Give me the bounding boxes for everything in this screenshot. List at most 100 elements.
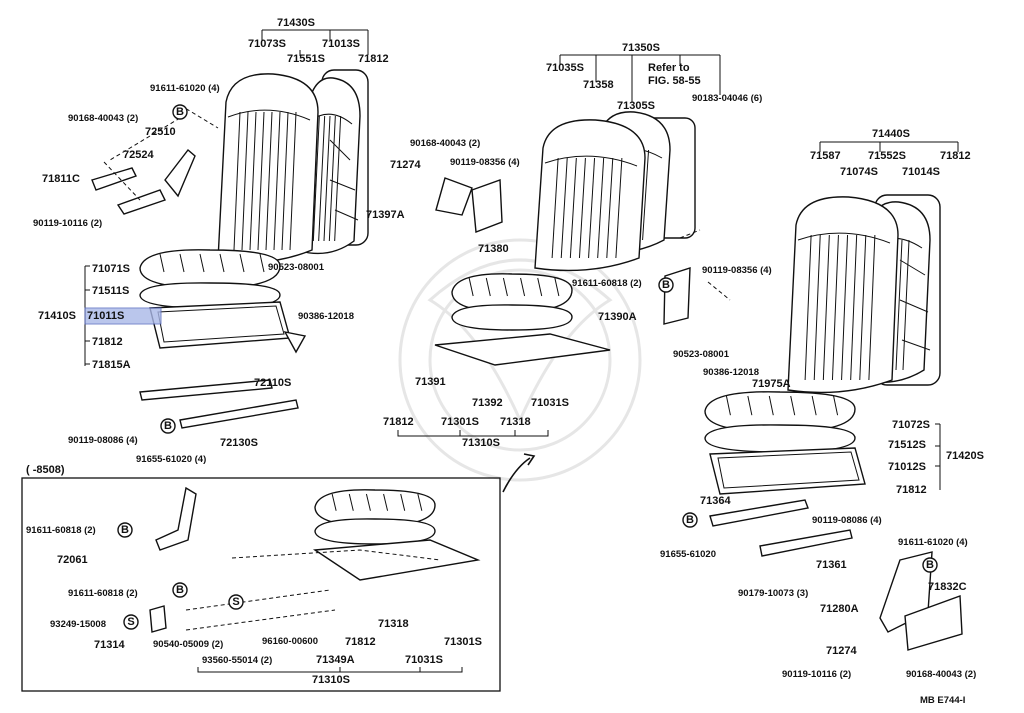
callout-71811C[interactable]: 71811C	[42, 173, 80, 185]
callout-71280A[interactable]: 71280A	[820, 603, 859, 615]
callout-fig-58-55[interactable]: FIG. 58-55	[648, 75, 701, 87]
callout-71552S[interactable]: 71552S	[868, 150, 906, 162]
callout-71318-a[interactable]: 71318	[500, 416, 531, 428]
callout-71812-c[interactable]: 71812	[383, 416, 414, 428]
callout-71410S[interactable]: 71410S	[38, 310, 76, 322]
callout-71012S[interactable]: 71012S	[888, 461, 926, 473]
callout-71812-e[interactable]: 71812	[896, 484, 927, 496]
callout-71420S[interactable]: 71420S	[946, 450, 984, 462]
callout-96160-00600[interactable]: 96160-00600	[262, 636, 318, 647]
right-cushion-pad	[704, 424, 856, 453]
callout-90386-12018-b[interactable]: 90386-12018	[703, 367, 759, 378]
callout-90119-08356-b[interactable]: 90119-08356 (4)	[702, 265, 772, 276]
callout-71975A[interactable]: 71975A	[752, 378, 791, 390]
middle-seat-back-pleat	[560, 157, 568, 259]
callout-90168-40043-b[interactable]: 90168-40043 (2)	[410, 138, 480, 149]
callout-71350S[interactable]: 71350S	[622, 42, 660, 54]
callout-refer-to[interactable]: Refer to	[648, 62, 690, 74]
callout-71310S-b[interactable]: 71310S	[312, 674, 350, 686]
callout-71397A[interactable]: 71397A	[366, 209, 405, 221]
callout-91655-61020-4[interactable]: 91655-61020 (4)	[136, 454, 206, 465]
callout-71390A[interactable]: 71390A	[598, 311, 637, 323]
symbol-b-left-back-ring	[172, 104, 188, 120]
callout-71392[interactable]: 71392	[472, 397, 503, 409]
left-seat-back-pleat	[241, 111, 249, 251]
callout-71430S[interactable]: 71430S	[277, 17, 315, 29]
callout-71074S[interactable]: 71074S	[840, 166, 878, 178]
callout-71274-b[interactable]: 71274	[826, 645, 857, 657]
right-back-springs	[899, 259, 931, 351]
callout-90119-08086-a[interactable]: 90119-08086 (4)	[68, 435, 138, 446]
callout-71305S[interactable]: 71305S	[617, 100, 655, 112]
callout-71812-f[interactable]: 71812	[345, 636, 376, 648]
callout-71014S[interactable]: 71014S	[902, 166, 940, 178]
symbol-b-right-recliner: B	[922, 557, 938, 573]
callout-71013S[interactable]: 71013S	[322, 38, 360, 50]
callout-71274-a[interactable]: 71274	[390, 159, 421, 171]
callout-71812-d[interactable]: 71812	[940, 150, 971, 162]
left-seat-track-72130S	[179, 399, 299, 429]
callout-91655-61020[interactable]: 91655-61020	[660, 549, 716, 560]
callout-93560-55014[interactable]: 93560-55014 (2)	[202, 655, 272, 666]
callout-71011S[interactable]: 71011S	[87, 310, 124, 322]
callout-71812-a[interactable]: 71812	[358, 53, 389, 65]
callout-90183-04046[interactable]: 90183-04046 (6)	[692, 93, 762, 104]
callout-71358[interactable]: 71358	[583, 79, 614, 91]
callout-71361[interactable]: 71361	[816, 559, 847, 571]
callout-90540-05009[interactable]: 90540-05009 (2)	[153, 639, 223, 650]
left-cushion-frame-inner	[157, 305, 285, 343]
callout-71301S-a[interactable]: 71301S	[441, 416, 479, 428]
callout-71551S[interactable]: 71551S	[287, 53, 325, 65]
callout-72524[interactable]: 72524	[123, 149, 154, 161]
middle-bracket-71390A	[663, 267, 691, 325]
callout-90523-08001-a[interactable]: 90523-08001	[268, 262, 325, 273]
callout-71301S-b[interactable]: 71301S	[444, 636, 482, 648]
callout-91611-60818-a[interactable]: 91611-60818 (2)	[572, 278, 642, 289]
callout-90523-08001-b[interactable]: 90523-08001	[673, 349, 730, 360]
callout-90119-10116-b[interactable]: 90119-10116 (2)	[782, 669, 851, 680]
callout-71380[interactable]: 71380	[478, 243, 509, 255]
left-cushion-pleat	[259, 253, 265, 273]
callout-72061[interactable]: 72061	[57, 554, 88, 566]
callout-91611-60818-b[interactable]: 91611-60818 (2)	[26, 525, 96, 536]
callout-93249-15008[interactable]: 93249-15008	[50, 619, 106, 630]
symbol-b-inset-1-ring	[117, 522, 133, 538]
callout-71073S[interactable]: 71073S	[248, 38, 286, 50]
callout-71071S[interactable]: 71071S	[92, 263, 130, 275]
callout-71587[interactable]: 71587	[810, 150, 841, 162]
callout-91611-60818-c[interactable]: 91611-60818 (2)	[68, 588, 138, 599]
left-seat-back-pleat	[265, 111, 273, 251]
callout-71511S[interactable]: 71511S	[92, 285, 129, 297]
left-cushion-pleat	[199, 253, 205, 273]
callout-71310S-a[interactable]: 71310S	[462, 437, 500, 449]
callout-71031S-a[interactable]: 71031S	[531, 397, 569, 409]
callout-91611-61020-b[interactable]: 91611-61020 (4)	[898, 537, 968, 548]
callout-90119-08086-b[interactable]: 90119-08086 (4)	[812, 515, 882, 526]
right-cushion-pleat	[768, 395, 774, 416]
callout-71072S[interactable]: 71072S	[892, 419, 930, 431]
callout-72130S[interactable]: 72130S	[220, 437, 258, 449]
callout-90119-10116-a[interactable]: 90119-10116 (2)	[33, 218, 102, 229]
callout-72110S[interactable]: 72110S	[254, 377, 291, 389]
callout-71512S[interactable]: 71512S	[888, 439, 926, 451]
callout-90119-08356-a[interactable]: 90119-08356 (4)	[450, 157, 520, 168]
callout-91611-61020-a[interactable]: 91611-61020 (4)	[150, 83, 220, 94]
callout-71440S[interactable]: 71440S	[872, 128, 910, 140]
callout-90168-40043-c[interactable]: 90168-40043 (2)	[906, 669, 976, 680]
callout-71391[interactable]: 71391	[415, 376, 446, 388]
callout-90386-12018-a[interactable]: 90386-12018	[298, 311, 354, 322]
callout-71031S-b[interactable]: 71031S	[405, 654, 443, 666]
callout-71815A[interactable]: 71815A	[92, 359, 131, 371]
callout-71035S[interactable]: 71035S	[546, 62, 584, 74]
left-seat-back-pleat	[233, 111, 241, 251]
callout-71318-b[interactable]: 71318	[378, 618, 409, 630]
inset-date-label: ( -8508)	[26, 464, 65, 476]
callout-71832C[interactable]: 71832C	[928, 581, 967, 593]
callout-90168-40043-a[interactable]: 90168-40043 (2)	[68, 113, 138, 124]
callout-71812-b[interactable]: 71812	[92, 336, 123, 348]
callout-71364[interactable]: 71364	[700, 495, 731, 507]
callout-71314[interactable]: 71314	[94, 639, 125, 651]
callout-90179-10073[interactable]: 90179-10073 (3)	[738, 588, 808, 599]
callout-71349A[interactable]: 71349A	[316, 654, 355, 666]
callout-72510[interactable]: 72510	[145, 126, 176, 138]
